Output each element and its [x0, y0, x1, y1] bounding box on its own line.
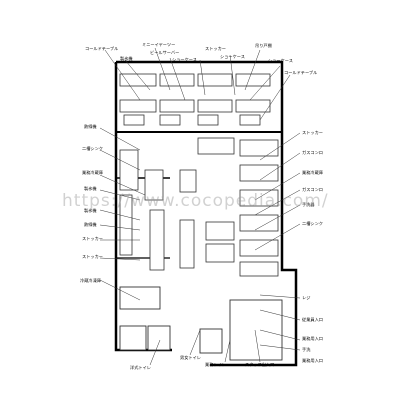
upper-dining-tables — [119, 73, 271, 126]
label-staff-entrance: スタッフ出入口 — [245, 361, 274, 368]
label-right-4: 手洗器 — [302, 201, 315, 208]
label-showcase-2: ショーケース — [220, 53, 245, 60]
label-left-8: 冷蔵冷凍庫 — [80, 277, 101, 284]
label-right-7: 従業員入口 — [302, 316, 323, 323]
label-right-9: 手洗 — [302, 346, 311, 353]
watermark-url: https://www.cocopedia.com/ — [62, 191, 329, 211]
label-stocker-top: ストッカー — [205, 46, 226, 52]
label-left-6: ストッカー — [82, 236, 103, 242]
label-ice-maker-top: 製氷機 — [120, 55, 133, 62]
label-left-7: ストッカー — [82, 254, 103, 260]
left-labels: 熱線機 二槽シンク 業務冷蔵庫 製氷機 製氷機 熱線機 ストッカー ストッカー … — [80, 123, 103, 284]
label-left-3: 製氷機 — [84, 185, 97, 192]
leader-lines — [99, 47, 301, 366]
right-booths — [239, 139, 279, 277]
label-left-2: 業務冷蔵庫 — [82, 169, 103, 176]
label-right-10: 業務用入口 — [302, 357, 323, 364]
label-staff-toilet: 業務トイレ — [205, 361, 226, 368]
label-left-4: 製氷機 — [84, 207, 97, 214]
label-cold-table-1: コールドテーブル — [85, 45, 118, 52]
label-right-2: 業務冷蔵庫 — [302, 169, 323, 176]
label-gender-toilet: 男女トイレ — [180, 354, 201, 361]
label-showcase-3: ショーケース — [268, 57, 293, 64]
label-right-8: 業務用入口 — [302, 335, 323, 342]
kitchen-equipment — [119, 137, 235, 271]
label-beer-server: ビールサーバー — [150, 49, 179, 56]
label-cold-table-2: コールドテーブル — [284, 69, 317, 76]
label-right-5: 二槽シンク — [302, 220, 323, 227]
label-hanging-shelf: 吊り戸棚 — [255, 42, 272, 49]
label-left-5: 熱線機 — [84, 221, 97, 228]
label-right-0: ストッカー — [302, 130, 323, 136]
label-showcase-1: ショーケース — [172, 56, 197, 63]
label-mini-ear: ミニーイヤーツー — [142, 42, 175, 47]
label-left-0: 熱線機 — [84, 123, 97, 130]
bottom-rooms — [119, 286, 283, 361]
label-right-6: レジ — [302, 295, 310, 300]
label-left-1: 二槽シンク — [82, 145, 103, 152]
label-right-1: ガスコンロ — [302, 149, 323, 156]
label-right-3: ガスコンロ — [302, 186, 323, 193]
label-western-toilet: 洋式トイレ — [130, 364, 151, 371]
bottom-labels: 洋式トイレ 男女トイレ 業務トイレ スタッフ出入口 — [130, 354, 274, 371]
top-labels: コールドテーブル 製氷機 ミニーイヤーツー ビールサーバー ショーケース ストッ… — [85, 42, 317, 76]
right-labels: ストッカー ガスコンロ 業務冷蔵庫 ガスコンロ 手洗器 二槽シンク レジ 従業員… — [302, 130, 323, 364]
